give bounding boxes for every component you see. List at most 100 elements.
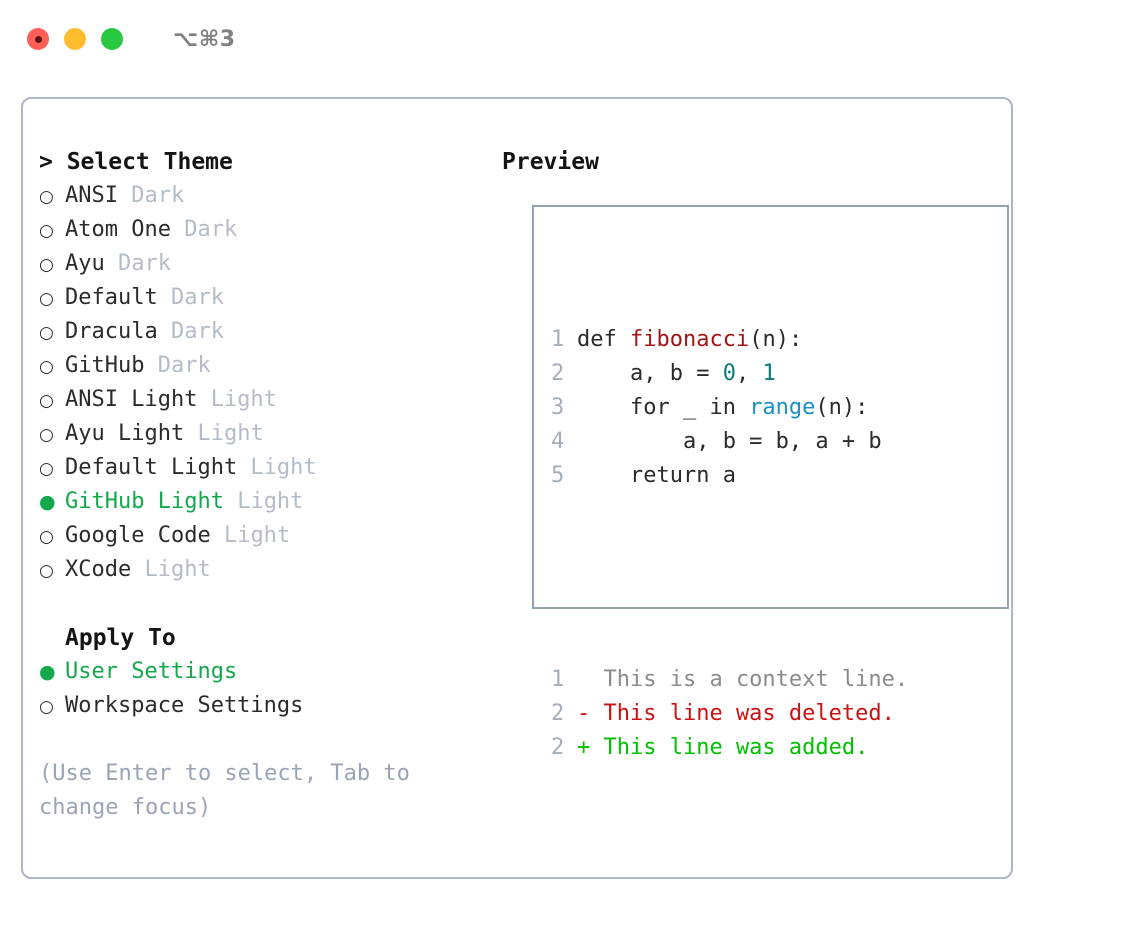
radio-unselected-icon: ○ (39, 187, 54, 207)
option-variant-label: Light (184, 421, 264, 446)
code-token-plain: (n): (815, 395, 869, 420)
code-line-4: 5 return a (551, 459, 908, 493)
code-token-func: fibonacci (629, 327, 750, 352)
apply-to-option-1[interactable]: ○Workspace Settings (39, 689, 479, 723)
option-variant-label: Light (223, 489, 304, 514)
option-variant-label: Dark (117, 183, 185, 208)
radio-selected-icon: ● (39, 661, 56, 683)
option-label: Workspace Settings (65, 693, 304, 718)
code-line-3: 4 a, b = b, a + b (551, 425, 908, 459)
select-theme-heading: > Select Theme (39, 149, 233, 175)
maximize-button-icon[interactable] (101, 28, 123, 50)
theme-option-1[interactable]: ○ Atom One Dark (39, 213, 479, 247)
option-label: User Settings (65, 659, 238, 684)
option-variant-label: Light (131, 557, 211, 582)
theme-option-10[interactable]: ○Google Code Light (39, 519, 479, 553)
section-spacer (39, 587, 479, 621)
option-label: Atom One (65, 217, 171, 242)
diff-line-2: 2+ This line was added. (551, 731, 908, 765)
theme-option-8[interactable]: ○ Default Light Light (39, 451, 479, 485)
option-label: Google Code (65, 523, 211, 548)
radio-unselected-icon: ○ (39, 323, 54, 343)
radio-selected-icon: ● (39, 491, 56, 513)
code-token-plain: def (577, 327, 630, 352)
diff-line-text: This is a context line. (577, 667, 909, 692)
radio-unselected-icon: ○ (39, 425, 54, 445)
diff-line-0: 1 This is a context line. (551, 663, 908, 697)
line-number: 1 (551, 327, 565, 352)
theme-selector-column: > Select Theme ○ANSI Dark○Atom One Dark○… (39, 145, 479, 825)
option-label: ANSI Light (65, 387, 198, 412)
theme-option-11[interactable]: ○ XCode Light (39, 553, 479, 587)
code-token-plain: a, b = (577, 361, 723, 386)
minimize-button-icon[interactable] (64, 28, 86, 50)
code-token-num: 0 (722, 361, 736, 386)
radio-unselected-icon: ○ (39, 255, 54, 275)
code-line-0: 1 def fibonacci(n): (551, 323, 908, 357)
preview-heading: Preview (502, 149, 599, 175)
radio-unselected-icon: ○ (39, 221, 54, 241)
option-variant-label: Light (210, 523, 291, 548)
close-button-icon[interactable] (27, 28, 49, 50)
option-label: Default Light (65, 455, 238, 480)
option-variant-label: Dark (170, 217, 238, 242)
option-label: Ayu Light (65, 421, 185, 446)
code-token-plain: , (735, 361, 763, 386)
window-title: ⌥⌘3 (173, 26, 236, 52)
option-label: Default (65, 285, 158, 310)
option-label: Ayu (65, 251, 105, 276)
apply-to-option-list: ● User Settings ○Workspace Settings (39, 655, 479, 723)
option-label: GitHub Light (65, 489, 224, 514)
diff-line-1: 2- This line was deleted. (551, 697, 908, 731)
apply-to-option-0[interactable]: ● User Settings (39, 655, 479, 689)
code-token-plain: for _ in (577, 395, 750, 420)
diff-lines: 1 This is a context line.2- This line wa… (551, 663, 908, 765)
code-blank-line (551, 561, 908, 595)
diff-line-number: 1 (551, 667, 565, 692)
theme-option-7[interactable]: ○ Ayu Light Light (39, 417, 479, 451)
diff-line-text: + This line was added. (577, 735, 869, 760)
code-token-num: 1 (762, 361, 776, 386)
close-dot-icon (34, 35, 42, 43)
line-number: 3 (551, 395, 565, 420)
option-label: GitHub (65, 353, 145, 378)
theme-option-5[interactable]: ○ GitHub Dark (39, 349, 479, 383)
radio-unselected-icon: ○ (39, 459, 54, 479)
title-bar: ⌥⌘3 (0, 0, 1140, 78)
radio-unselected-icon: ○ (39, 289, 54, 309)
code-token-builtin: range (749, 395, 816, 420)
theme-option-3[interactable]: ○ Default Dark (39, 281, 479, 315)
theme-option-9[interactable]: ● GitHub Light Light (39, 485, 479, 519)
code-token-plain: (n): (749, 327, 803, 352)
option-label: Dracula (65, 319, 158, 344)
code-token-plain: return a (577, 463, 736, 488)
line-number: 2 (551, 361, 565, 386)
option-label: XCode (65, 557, 132, 582)
theme-option-list: ○ANSI Dark○Atom One Dark○Ayu Dark○Defaul… (39, 179, 479, 587)
radio-unselected-icon: ○ (39, 391, 54, 411)
option-variant-label: Dark (144, 353, 211, 378)
code-line-2: 3 for _ in range(n): (551, 391, 908, 425)
line-number: 5 (551, 463, 565, 488)
keyboard-hint-text: (Use Enter to select, Tab to change focu… (39, 761, 410, 820)
theme-option-2[interactable]: ○ Ayu Dark (39, 247, 479, 281)
theme-option-6[interactable]: ○ ANSI Light Light (39, 383, 479, 417)
option-variant-label: Light (197, 387, 277, 412)
traffic-lights (27, 28, 123, 50)
theme-option-4[interactable]: ○ Dracula Dark (39, 315, 479, 349)
option-variant-label: Dark (157, 285, 224, 310)
radio-unselected-icon: ○ (39, 357, 54, 377)
apply-to-heading: Apply To (65, 625, 176, 651)
option-variant-label: Dark (104, 251, 171, 276)
option-variant-label: Light (237, 455, 317, 480)
option-variant-label: Dark (157, 319, 224, 344)
radio-unselected-icon: ○ (39, 561, 54, 581)
theme-option-0[interactable]: ○ANSI Dark (39, 179, 479, 213)
line-number: 4 (551, 429, 565, 454)
main-panel: > Select Theme ○ANSI Dark○Atom One Dark○… (21, 97, 1013, 879)
